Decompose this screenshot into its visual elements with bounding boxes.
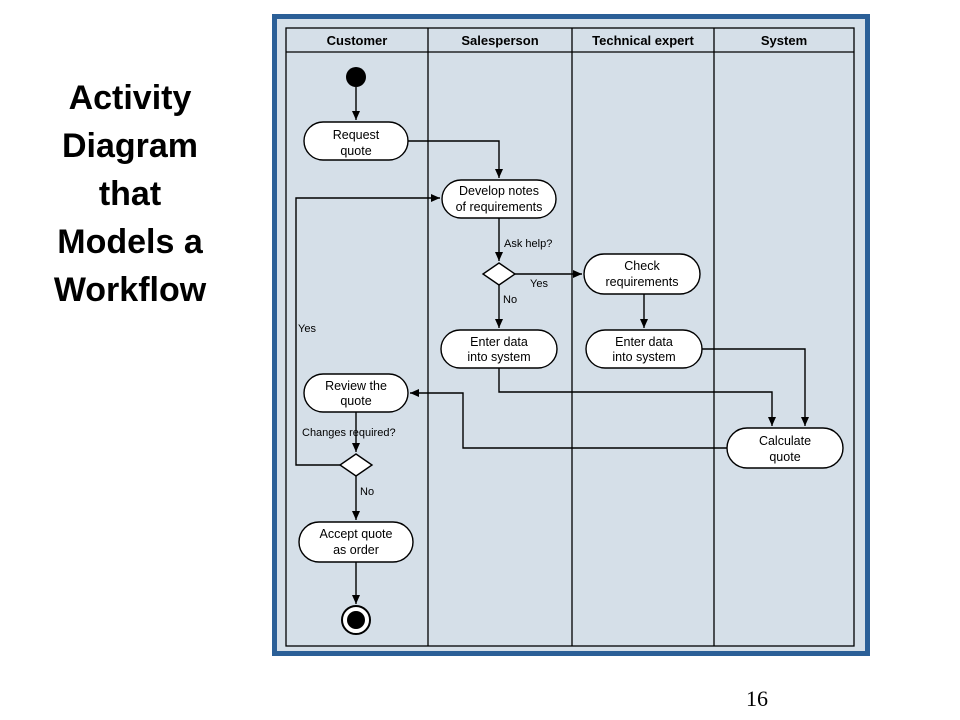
guard-ask-help: Ask help? [504, 238, 552, 250]
svg-text:quote: quote [769, 450, 800, 464]
activity-develop-notes: Develop notes of requirements [441, 179, 557, 219]
svg-text:Review the: Review the [325, 379, 387, 393]
svg-text:Accept quote: Accept quote [320, 527, 393, 541]
svg-text:into system: into system [467, 350, 530, 364]
activity-calculate-quote: Calculate quote [726, 427, 844, 469]
slide-title: Activity Diagram that Models a Workflow [30, 74, 230, 314]
svg-text:as order: as order [333, 543, 379, 557]
lane-header-customer: Customer [327, 33, 388, 48]
activity-check-requirements: Check requirements [583, 253, 701, 295]
activity-request-quote: Request quote [303, 121, 409, 161]
lane-header-salesperson: Salesperson [461, 33, 538, 48]
activity-diagram: Customer Salesperson Technical expert Sy… [272, 14, 870, 656]
guard-no-help: No [503, 294, 517, 306]
activity-accept-quote: Accept quote as order [298, 521, 414, 563]
title-line: Models a [57, 223, 203, 261]
svg-text:Check: Check [624, 259, 660, 273]
guard-yes-help: Yes [530, 278, 548, 290]
flow-enter-sales-to-calculate [498, 368, 776, 426]
svg-text:Develop notes: Develop notes [459, 184, 539, 198]
flow-calculate-to-review [410, 389, 727, 449]
flow-enter-tech-to-calculate [702, 348, 809, 426]
activity-enter-data-salesperson: Enter data into system [440, 329, 558, 369]
activity-enter-data-technical: Enter data into system [585, 329, 703, 369]
page-number: 16 [746, 686, 768, 711]
title-line: that [98, 175, 162, 213]
guard-no-changes: No [360, 486, 374, 498]
initial-node [346, 67, 366, 87]
svg-text:into system: into system [612, 350, 675, 364]
lane-header-technical-expert: Technical expert [592, 33, 694, 48]
svg-text:Request: Request [333, 128, 380, 142]
flow-decision-yes-to-develop [295, 194, 440, 466]
svg-text:requirements: requirements [606, 275, 679, 289]
svg-text:quote: quote [340, 144, 371, 158]
guard-changes-required: Changes required? [302, 427, 396, 439]
flow-request-to-develop [408, 140, 503, 178]
title-line: Activity [68, 79, 192, 117]
final-node [341, 605, 371, 635]
svg-text:quote: quote [340, 394, 371, 408]
activity-review-quote: Review the quote [303, 373, 409, 413]
svg-text:Enter data: Enter data [615, 335, 673, 349]
svg-text:Enter data: Enter data [470, 335, 528, 349]
swimlane-grid [285, 27, 855, 647]
lane-header-system: System [761, 33, 807, 48]
title-line: Workflow [53, 271, 207, 309]
svg-text:of requirements: of requirements [456, 200, 543, 214]
title-line: Diagram [61, 127, 199, 165]
svg-text:Calculate: Calculate [759, 434, 811, 448]
guard-yes-changes: Yes [298, 323, 316, 335]
